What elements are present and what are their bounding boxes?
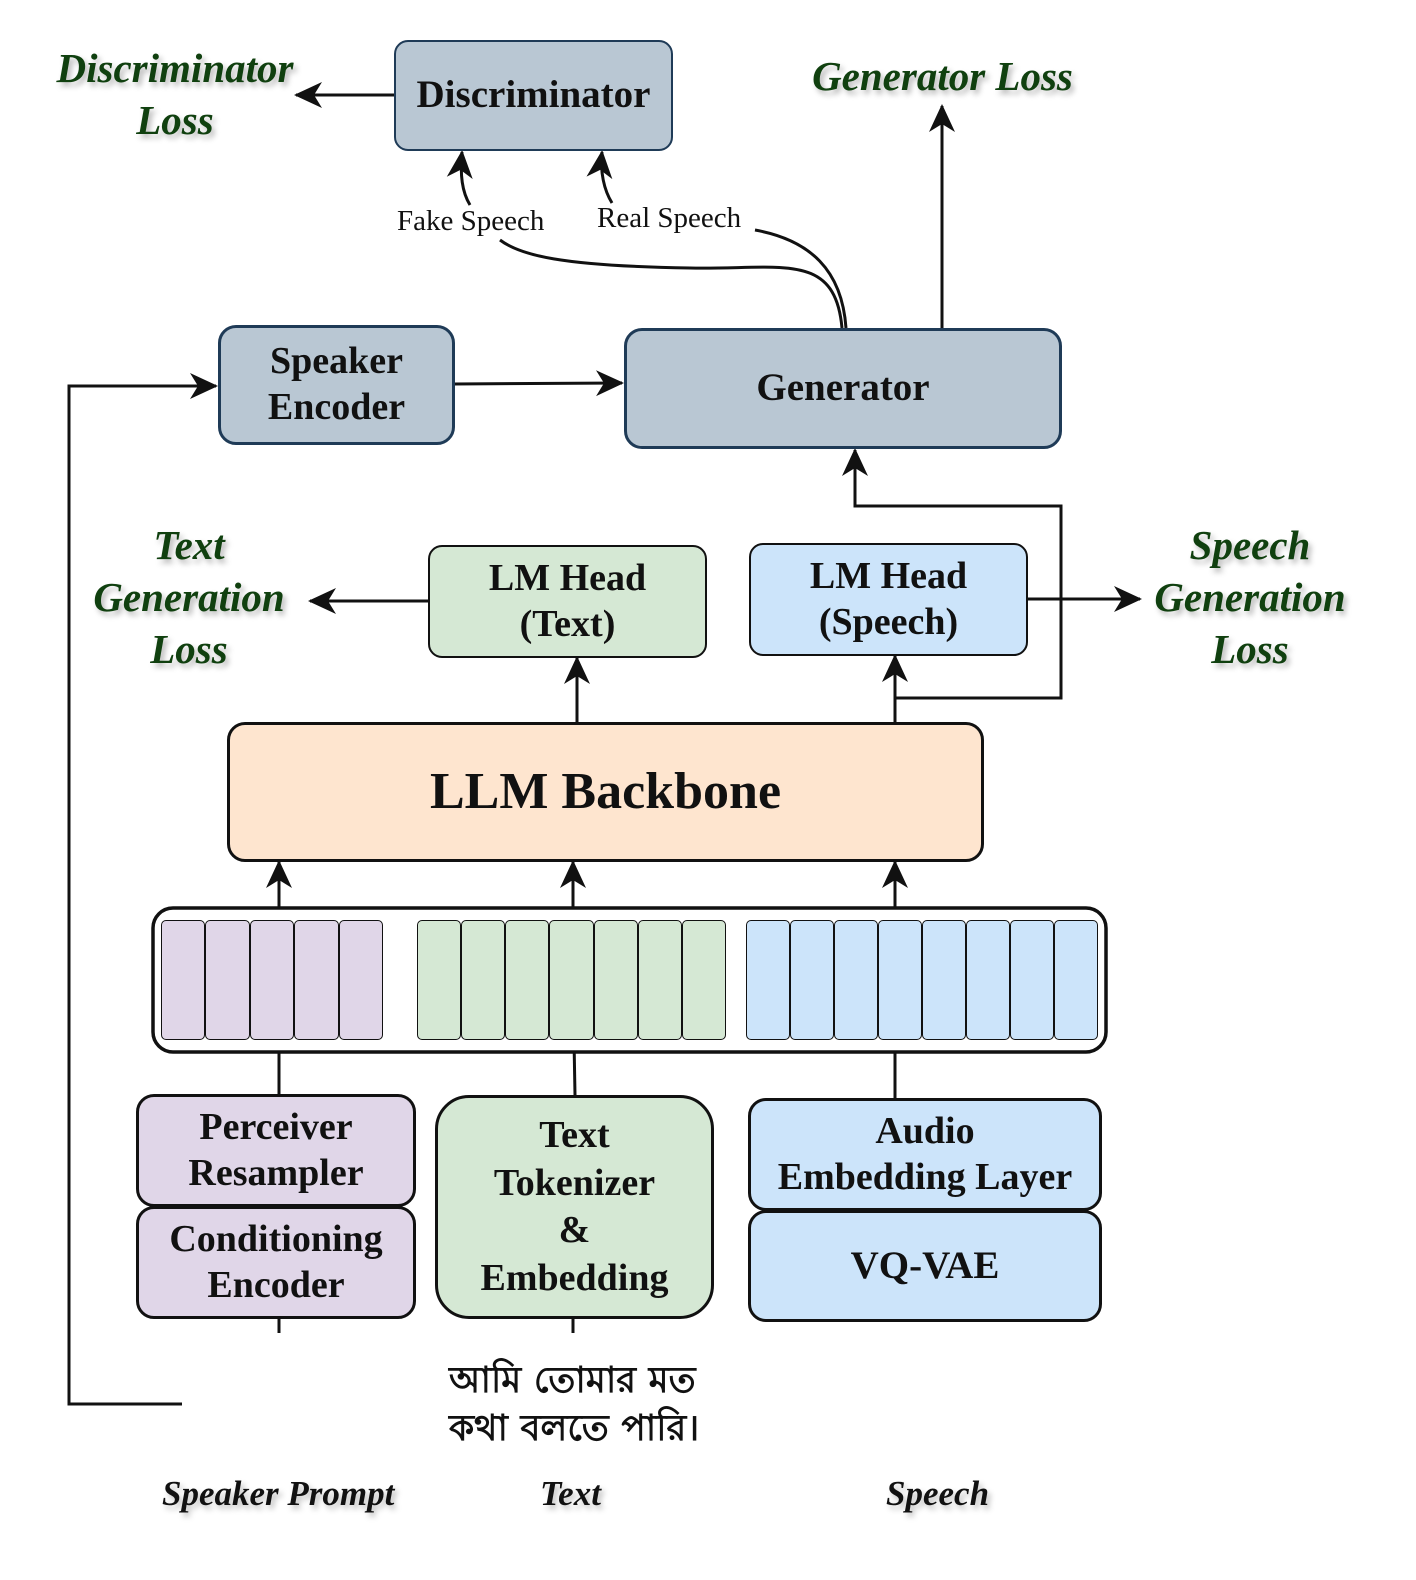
text-input-label: Text xyxy=(540,1474,601,1513)
speaker-token-cell xyxy=(161,920,206,1040)
perceiver-resampler-box: Perceiver Resampler xyxy=(136,1094,416,1207)
arrow-prompt-to-speaker-encoder xyxy=(67,373,218,1406)
audio-embedding-label: Audio Embedding Layer xyxy=(777,1109,1073,1198)
discriminator-label: Discriminator xyxy=(416,73,651,117)
speaker-encoder-label: Speaker Encoder xyxy=(267,340,406,428)
vq-vae-box: VQ-VAE xyxy=(748,1210,1102,1322)
text-token-cell xyxy=(637,920,682,1040)
speech-token-cell xyxy=(834,920,878,1040)
real-speech-label: Real Speech xyxy=(597,202,742,234)
speaker-token-cell xyxy=(294,920,339,1040)
speech-token-cell xyxy=(966,920,1010,1040)
text-token-cell xyxy=(593,920,638,1040)
text-token-cell xyxy=(461,920,506,1040)
speaker-prompt-label: Speaker Prompt xyxy=(162,1474,395,1513)
lm-head-text-label: LM Head (Text) xyxy=(488,556,647,645)
text-token-cell xyxy=(681,920,726,1040)
speech-input-label: Speech xyxy=(886,1474,990,1513)
lm-head-speech-label: LM Head (Speech) xyxy=(809,554,968,643)
llm-backbone-label: LLM Backbone xyxy=(429,762,782,820)
speech-token-cell xyxy=(878,920,922,1040)
lm-head-speech-box: LM Head (Speech) xyxy=(749,543,1028,656)
text-token-cell xyxy=(549,920,594,1040)
discriminator-loss-label: Discriminator Loss xyxy=(56,45,294,144)
arrow-backbone-to-generator xyxy=(842,448,1063,700)
text-token-cell xyxy=(505,920,550,1040)
discriminator-box: Discriminator xyxy=(394,40,673,151)
perceiver-resampler-label: Perceiver Resampler xyxy=(188,1105,364,1194)
speaker-token-cell xyxy=(205,920,250,1040)
speech-generation-loss-label: Speech Generation Loss xyxy=(1154,522,1346,673)
curve-real-speech xyxy=(754,228,848,329)
generator-loss-label: Generator Loss xyxy=(812,53,1073,99)
audio-embedding-box: Audio Embedding Layer xyxy=(748,1098,1102,1211)
conditioning-encoder-box: Conditioning Encoder xyxy=(136,1206,416,1319)
speech-token-cell xyxy=(746,920,790,1040)
lm-head-text-box: LM Head (Text) xyxy=(428,545,707,658)
speaker-prompt-waveform xyxy=(183,1339,383,1461)
text-tokenizer-label: Text Tokenizer & Embedding xyxy=(480,1114,669,1299)
speech-token-cell xyxy=(922,920,966,1040)
text-generation-loss-label: Text Generation Loss xyxy=(93,522,285,673)
speech-waveform xyxy=(837,1341,1031,1429)
fake-speech-label: Fake Speech xyxy=(397,205,545,237)
arrow-real-to-discriminator xyxy=(586,150,614,204)
speaker-token-cell xyxy=(249,920,295,1040)
generator-box: Generator xyxy=(624,328,1062,449)
arrow-fake-to-discriminator xyxy=(446,150,473,206)
text-tokenizer-box: Text Tokenizer & Embedding xyxy=(435,1095,714,1319)
speech-token-cell xyxy=(790,920,834,1040)
conditioning-encoder-label: Conditioning Encoder xyxy=(169,1217,383,1306)
arrow-speaker-encoder-to-generator xyxy=(453,370,624,397)
vq-vae-label: VQ-VAE xyxy=(850,1243,1000,1287)
speech-token-cell xyxy=(1010,920,1054,1040)
bengali-input-text: আমি তোমার মত কথা বলতে পারি। xyxy=(449,1360,700,1449)
curve-fake-speech xyxy=(499,238,844,329)
speaker-encoder-box: Speaker Encoder xyxy=(218,325,455,445)
speaker-token-cell xyxy=(338,920,383,1040)
generator-label: Generator xyxy=(756,366,930,410)
text-token-cell xyxy=(417,920,462,1040)
speech-token-cell xyxy=(1054,920,1098,1040)
llm-backbone-box: LLM Backbone xyxy=(227,722,984,862)
